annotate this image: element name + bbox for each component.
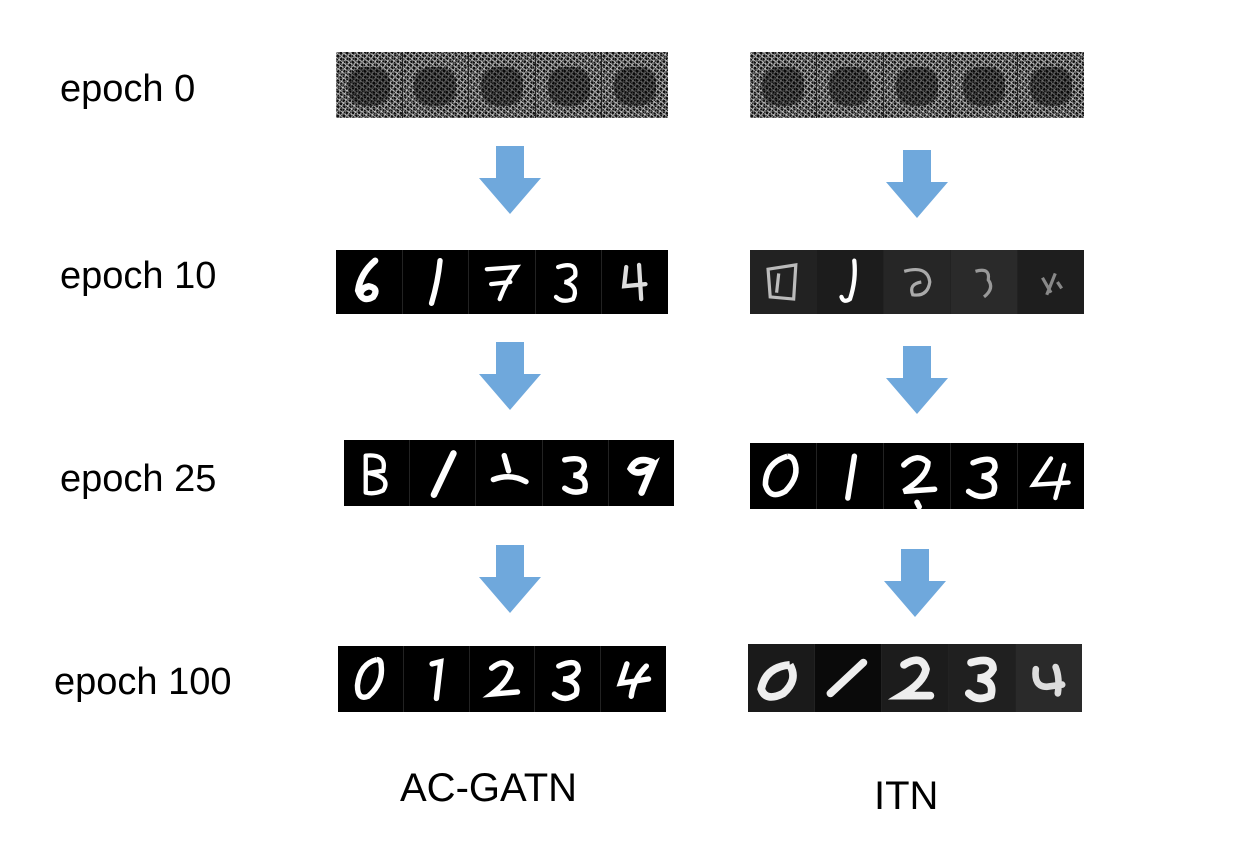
digit-tile bbox=[535, 646, 602, 712]
down-arrow-icon bbox=[884, 549, 946, 617]
digit-tile bbox=[404, 646, 470, 712]
digit-tile bbox=[1018, 250, 1084, 314]
down-arrow-icon bbox=[479, 146, 541, 214]
ac-gatn-epoch-10-samples bbox=[336, 250, 668, 314]
itn-epoch-0-samples bbox=[750, 52, 1084, 118]
digit-tile bbox=[750, 250, 817, 314]
digit-tile bbox=[884, 443, 951, 509]
digit-tile bbox=[750, 443, 817, 509]
itn-epoch-25-samples bbox=[750, 443, 1084, 509]
down-arrow-icon bbox=[479, 545, 541, 613]
ac-gatn-epoch-25-samples bbox=[344, 440, 674, 506]
digit-tile bbox=[815, 644, 882, 712]
digit-tile bbox=[476, 440, 543, 506]
row-label-epoch-100: epoch 100 bbox=[54, 661, 232, 703]
down-arrow-icon bbox=[479, 342, 541, 410]
row-label-epoch-10: epoch 10 bbox=[60, 255, 217, 297]
row-label-epoch-0: epoch 0 bbox=[60, 68, 196, 110]
digit-tile bbox=[602, 250, 668, 314]
digit-tile bbox=[882, 644, 949, 712]
noise-tile bbox=[469, 52, 536, 118]
noise-tile bbox=[602, 52, 668, 118]
digit-tile bbox=[1016, 644, 1082, 712]
digit-tile bbox=[748, 644, 815, 712]
digit-tile bbox=[884, 250, 951, 314]
ac-gatn-epoch-100-samples bbox=[338, 646, 666, 712]
column-label-itn: ITN bbox=[874, 774, 939, 818]
digit-tile bbox=[1018, 443, 1084, 509]
digit-tile bbox=[536, 250, 603, 314]
itn-epoch-10-samples bbox=[750, 250, 1084, 314]
noise-tile bbox=[884, 52, 951, 118]
digit-tile bbox=[344, 440, 411, 506]
digit-tile bbox=[949, 644, 1016, 712]
digit-tile bbox=[338, 646, 404, 712]
digit-tile bbox=[403, 250, 470, 314]
digit-tile bbox=[951, 443, 1018, 509]
digit-tile bbox=[951, 250, 1018, 314]
digit-tile bbox=[336, 250, 403, 314]
column-label-ac-gatn: AC-GATN bbox=[400, 766, 578, 810]
noise-tile bbox=[336, 52, 403, 118]
digit-tile bbox=[543, 440, 609, 506]
digit-tile bbox=[601, 646, 666, 712]
digit-tile bbox=[469, 250, 536, 314]
noise-tile bbox=[951, 52, 1018, 118]
row-label-epoch-25: epoch 25 bbox=[60, 458, 217, 500]
noise-tile bbox=[535, 52, 603, 118]
itn-epoch-100-samples bbox=[748, 644, 1082, 712]
ac-gatn-epoch-0-samples bbox=[336, 52, 668, 118]
digit-tile bbox=[410, 440, 477, 506]
down-arrow-icon bbox=[886, 150, 948, 218]
down-arrow-icon bbox=[886, 346, 948, 414]
digit-tile bbox=[817, 443, 884, 509]
noise-tile bbox=[750, 52, 817, 118]
noise-tile bbox=[402, 52, 470, 118]
digit-tile bbox=[609, 440, 674, 506]
noise-tile bbox=[817, 52, 884, 118]
digit-tile bbox=[817, 250, 884, 314]
noise-tile bbox=[1018, 52, 1084, 118]
digit-tile bbox=[470, 646, 536, 712]
